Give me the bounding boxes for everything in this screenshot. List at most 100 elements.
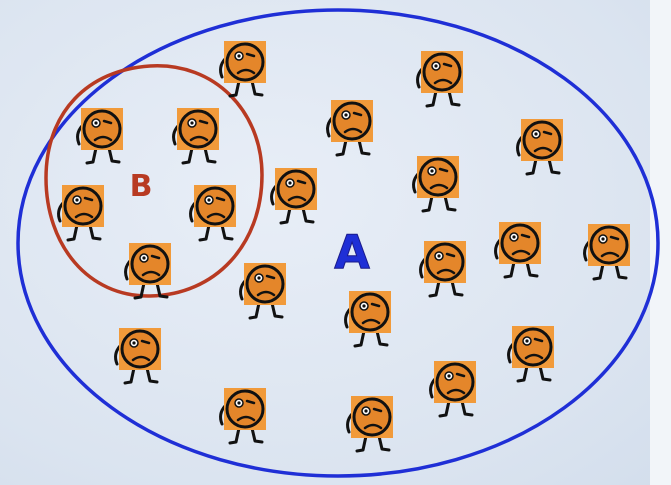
figure-mouth [131, 355, 151, 362]
figure-leg [66, 223, 79, 242]
figure-eye [352, 111, 363, 117]
set-a-member-figure [516, 119, 563, 176]
figure-head [522, 120, 562, 160]
figure-mouth [236, 415, 256, 422]
figure-head [82, 109, 122, 149]
figure-leg [155, 281, 169, 299]
set-b-member-figure [172, 108, 219, 165]
set-a-member-figure [326, 100, 373, 157]
figure-leg [450, 279, 464, 297]
figure-leg [301, 206, 315, 224]
set-b-label: B [130, 169, 153, 204]
figure-head [225, 389, 265, 429]
figure-eye [102, 119, 113, 125]
figure-mouth [361, 318, 381, 325]
figure-leg [592, 262, 605, 281]
figure-eye [245, 52, 256, 58]
figure-leg [145, 366, 159, 384]
set-a-member-figure [346, 396, 393, 453]
figure-mouth [236, 68, 256, 75]
set-a-member-figure [219, 388, 266, 445]
figure-mouth [189, 135, 209, 142]
figure-mouth [74, 212, 94, 219]
set-a-member-figure [412, 156, 459, 213]
figure-pupil [142, 256, 146, 260]
figure-mouth [206, 212, 226, 219]
figure-arm [429, 377, 437, 399]
figure-head [332, 101, 372, 141]
figure-head [63, 186, 103, 226]
figures-group [57, 41, 630, 453]
figure-mouth [141, 270, 161, 277]
set-b-member-figure [57, 185, 104, 242]
figure-arm [57, 201, 65, 223]
figure-leg [123, 366, 136, 385]
figure-mouth [429, 183, 449, 190]
figure-leg [85, 146, 98, 165]
figure-mouth [511, 249, 531, 256]
figure-leg [377, 434, 391, 452]
figure-pupil [512, 235, 516, 239]
figure-head [589, 225, 629, 265]
figure-arm [219, 57, 227, 79]
set-a-member-figure [583, 224, 630, 281]
figure-eye [520, 233, 531, 239]
edge-bar [650, 0, 671, 485]
figure-head [276, 169, 316, 209]
set-b-circle [44, 64, 264, 298]
figure-leg [438, 399, 451, 418]
figure-leg [516, 364, 529, 383]
figure-pupil [434, 64, 438, 68]
figure-head [422, 52, 462, 92]
set-a-member-figure [494, 222, 541, 279]
figure-pupil [132, 341, 136, 345]
figure-mouth [433, 78, 453, 85]
figure-leg [220, 223, 234, 241]
figure-pupil [237, 54, 241, 58]
figure-eye [438, 167, 449, 173]
figure-mouth [524, 353, 544, 360]
figure-leg [538, 364, 552, 382]
figure-arm [412, 172, 420, 194]
figure-leg [203, 146, 217, 164]
figure-leg [428, 279, 441, 298]
figure-eye [140, 339, 151, 345]
set-a-member-figure [219, 41, 266, 98]
figure-mouth [533, 146, 553, 153]
figure-pupil [288, 181, 292, 185]
figure-arm [416, 67, 424, 89]
figure-head [513, 327, 553, 367]
set-a-member-figure [344, 291, 391, 348]
figure-head [500, 223, 540, 263]
figure-pupil [257, 276, 261, 280]
figure-eye [455, 372, 466, 378]
figure-arm [172, 124, 180, 146]
figure-leg [614, 262, 628, 280]
figure-mouth [287, 195, 307, 202]
figure-pupil [525, 339, 529, 343]
figure-pupil [207, 198, 211, 202]
figure-arm [239, 279, 247, 301]
figure-pupil [447, 374, 451, 378]
figure-eye [150, 254, 161, 260]
figure-eye [215, 196, 226, 202]
figure-pupil [430, 169, 434, 173]
figure-arm [326, 116, 334, 138]
figure-eye [445, 252, 456, 258]
figure-mouth [93, 135, 113, 142]
figure-leg [88, 223, 102, 241]
figure-mouth [256, 290, 276, 297]
figure-leg [525, 157, 538, 176]
figure-arm [494, 238, 502, 260]
figure-pupil [237, 401, 241, 405]
figure-pupil [437, 254, 441, 258]
figure-mouth [600, 251, 620, 258]
set-a-member-figure [419, 241, 466, 298]
figure-pupil [75, 198, 79, 202]
figure-arm [344, 307, 352, 329]
figure-arm [270, 184, 278, 206]
figure-head [225, 42, 265, 82]
figure-leg [228, 79, 241, 98]
